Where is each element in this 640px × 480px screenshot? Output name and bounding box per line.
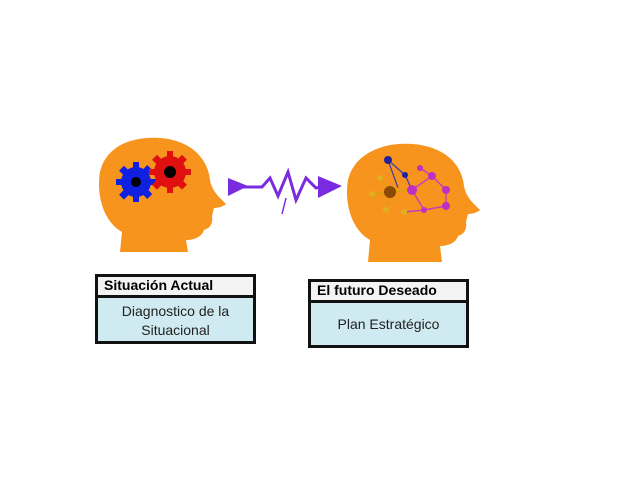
current-situation-title: Situación Actual [98, 277, 253, 298]
desired-future-title: El futuro Deseado [311, 282, 466, 303]
molecule-network-icon [369, 156, 450, 215]
desired-future-body: Plan Estratégico [337, 316, 440, 332]
desired-future-box: El futuro Deseado Plan Estratégico [308, 279, 469, 348]
current-situation-box: Situación Actual Diagnostico de la Situa… [95, 274, 256, 344]
gear-red-icon [149, 151, 191, 193]
zigzag-arrow-icon [228, 167, 342, 215]
head-left-icon [98, 137, 226, 252]
current-situation-body-line1: Diagnostico de la [121, 303, 230, 319]
head-right-icon [346, 143, 480, 262]
current-situation-body-line2: Situacional [141, 322, 210, 338]
current-situation-body: Diagnostico de la Situacional [98, 298, 253, 344]
gear-blue-icon [116, 162, 156, 202]
